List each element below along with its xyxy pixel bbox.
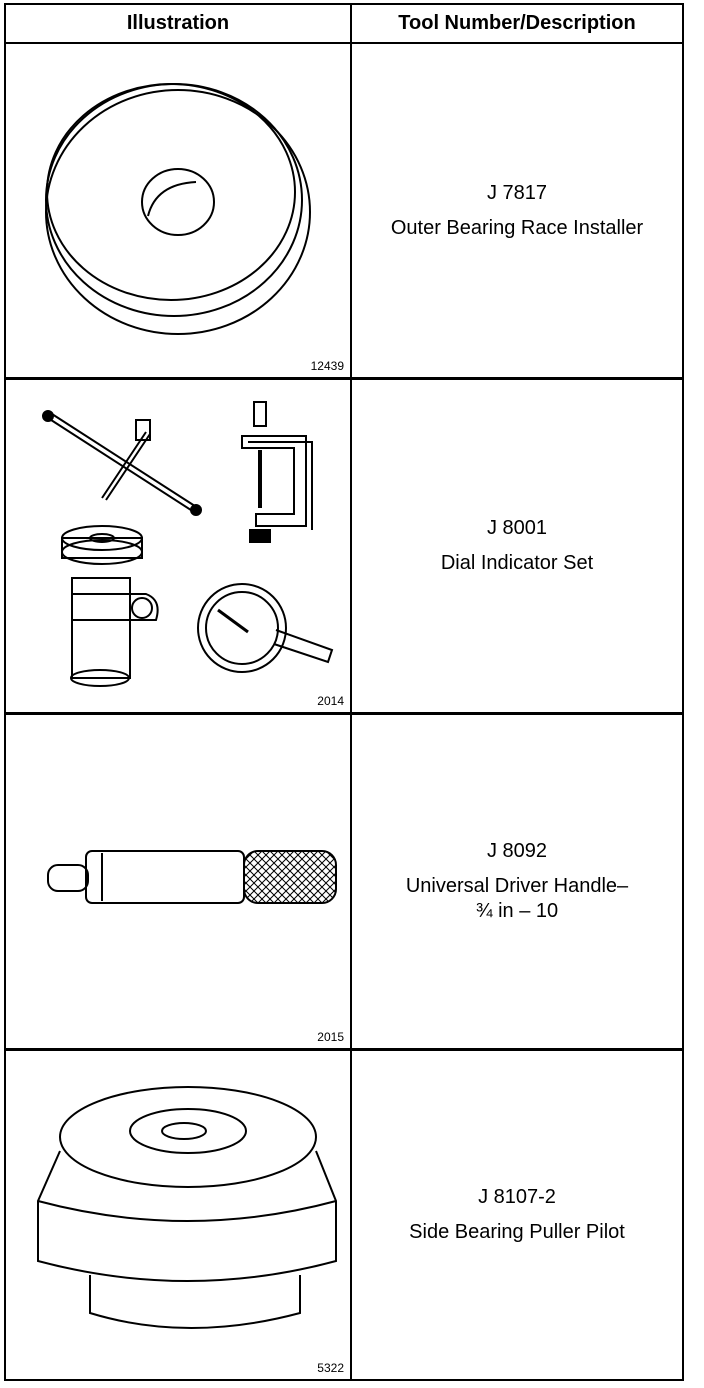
figure-number: 5322 xyxy=(317,1361,344,1375)
table-row: 12439 J 7817 Outer Bearing Race Installe… xyxy=(6,44,682,377)
driver-handle-icon xyxy=(47,850,337,904)
table-row: 2015 J 8092 Universal Driver Handle– ¾ i… xyxy=(6,715,682,1048)
tool-table: Illustration Tool Number/Description 124… xyxy=(4,3,684,1381)
figure-number: 2015 xyxy=(317,1030,344,1044)
tool-number: J 8107-2 xyxy=(478,1186,556,1208)
tool-column-header: Tool Number/Description xyxy=(398,12,636,34)
dial-indicator-set-icon xyxy=(42,401,334,687)
tool-illustration: 5322 xyxy=(6,1051,350,1379)
tool-description-cell: J 8092 Universal Driver Handle– ¾ in – 1… xyxy=(352,715,682,1048)
tool-number: J 8092 xyxy=(486,840,548,862)
figure-number: 12439 xyxy=(310,359,344,373)
tool-description: Side Bearing Puller Pilot xyxy=(409,1221,625,1243)
tool-description-cell: J 7817 Outer Bearing Race Installer xyxy=(352,44,682,377)
tool-description-cell: J 8107-2 Side Bearing Puller Pilot xyxy=(352,1051,682,1379)
tool-illustration: 12439 xyxy=(6,44,350,377)
table-row: 5322 J 8107-2 Side Bearing Puller Pilot xyxy=(6,1051,682,1379)
tool-description: Dial Indicator Set xyxy=(440,552,594,574)
tool-description: Universal Driver Handle– ¾ in – 10 xyxy=(405,875,629,922)
race-installer-icon xyxy=(45,83,311,335)
tool-description: Outer Bearing Race Installer xyxy=(390,216,644,239)
row-divider xyxy=(6,1048,682,1051)
table-row: 2014 J 8001 Dial Indicator Set xyxy=(6,380,682,712)
tool-illustration: 2015 xyxy=(6,715,350,1048)
tool-number: J 8001 xyxy=(486,517,548,539)
tool-description-cell: J 8001 Dial Indicator Set xyxy=(352,380,682,712)
row-divider xyxy=(6,377,682,380)
puller-pilot-icon xyxy=(37,1086,337,1329)
table-header: Illustration Tool Number/Description xyxy=(6,5,682,44)
column-divider xyxy=(350,5,352,1379)
figure-number: 2014 xyxy=(317,694,344,708)
tool-illustration: 2014 xyxy=(6,380,350,712)
tool-number: J 7817 xyxy=(486,181,548,204)
illustration-column-header: Illustration xyxy=(126,12,230,34)
row-divider xyxy=(6,712,682,715)
